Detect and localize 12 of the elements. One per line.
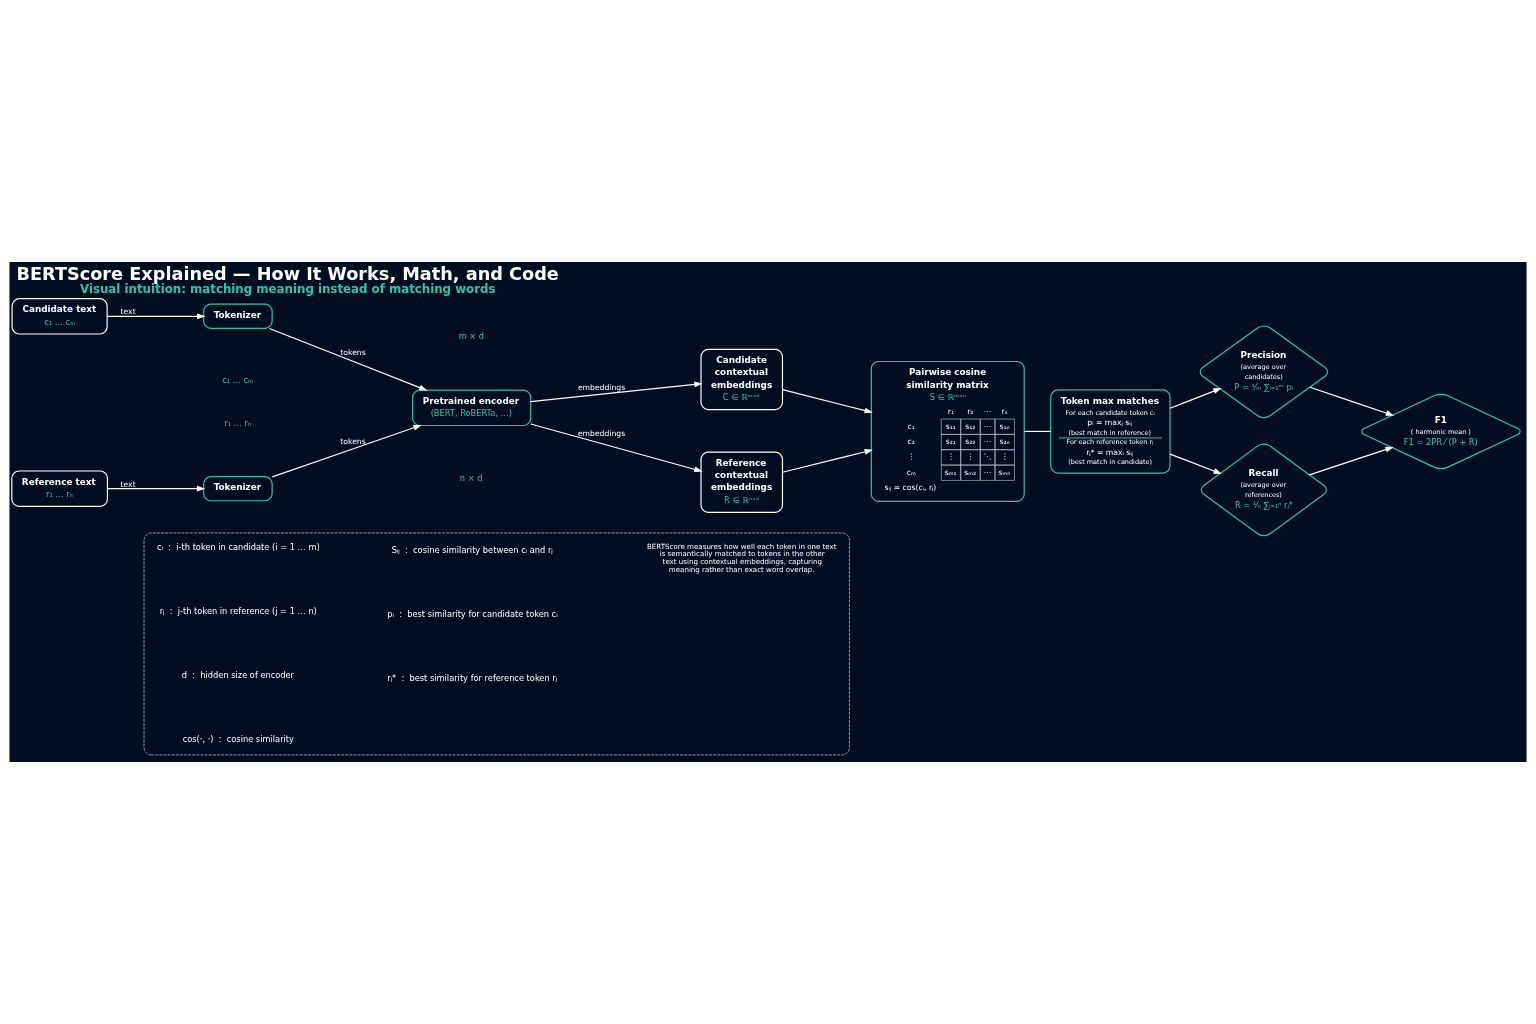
label: Sᵢⱼ : cosine similarity between cᵢ and rⱼ [391, 545, 553, 556]
label: cᵢ : i-th token in candidate (i = 1 … m) [157, 542, 320, 553]
caption: Visual intuition: matching meaning instead of matching words [79, 282, 496, 297]
label: rⱼ* : best similarity for reference token rⱼ [387, 672, 558, 683]
label: rⱼ : j-th token in reference (j = 1 … n) [159, 606, 317, 617]
label: d : hidden size of encoder [181, 670, 295, 680]
label: m × d [458, 331, 485, 342]
label: c₁ … cₘ [222, 375, 254, 386]
label: cos(·, ·) : cosine similarity [182, 733, 294, 744]
label: n × d [459, 472, 483, 483]
label: r₁ … rₙ [224, 417, 252, 428]
label: pᵢ : best similarity for candidate token cᵢ [387, 609, 558, 620]
